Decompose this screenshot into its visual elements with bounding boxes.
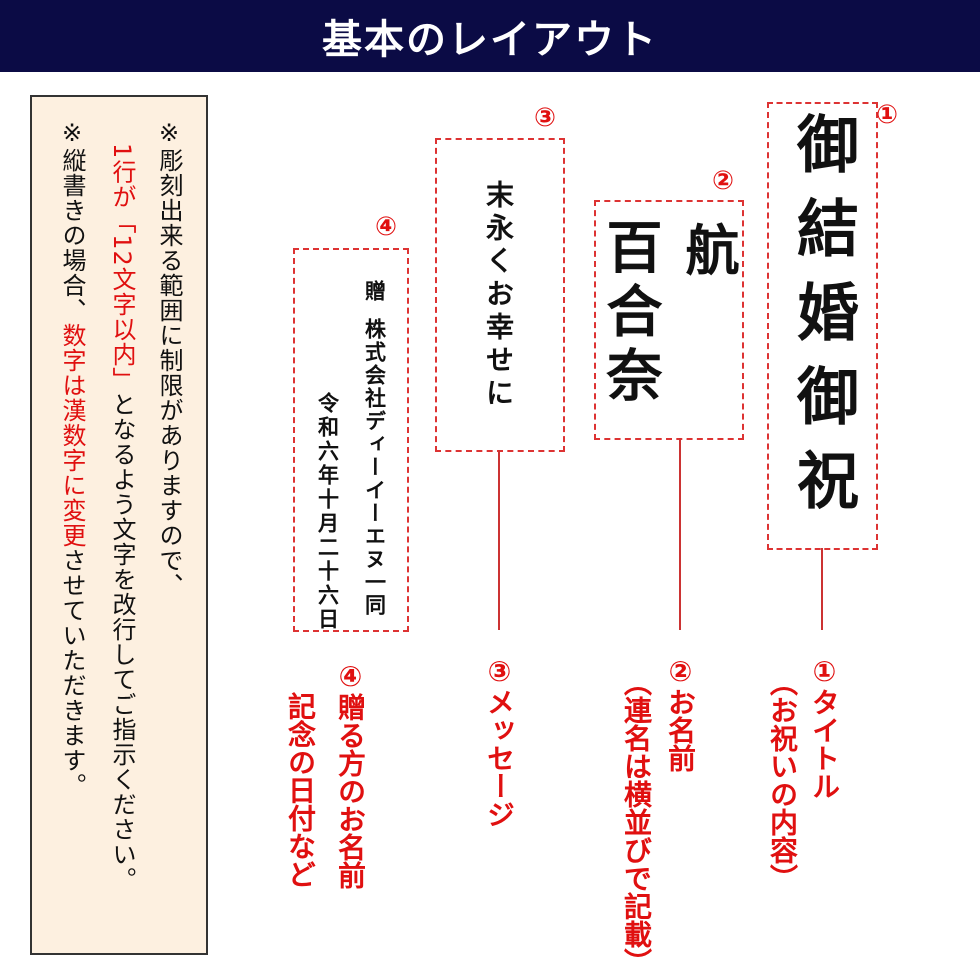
connector-line-1 [821, 548, 823, 630]
label-title-sub: （お祝いの内容） [766, 668, 799, 892]
message-area-box [435, 138, 565, 452]
names-area-box [594, 200, 744, 440]
sample-company: 株式会社ディーイーエヌ一同 [362, 318, 388, 617]
note-line-3-highlight: 数字は漢数字に変更 [58, 323, 86, 548]
note-line-3-text-a: ※縦書きの場合、 [58, 119, 86, 323]
sample-message-text: 末永くお幸せに [482, 180, 515, 411]
notes-box: ※彫刻出来る範囲に制限がありますので、 1行が「12文字以内」となるよう文字を改… [30, 95, 208, 955]
label-giver-sub: 記念の日付など [284, 692, 317, 888]
note-line-3: ※縦書きの場合、数字は漢数字に変更させていただきます。 [58, 119, 86, 798]
header-banner: 基本のレイアウト [0, 0, 980, 72]
marker-2: ② [712, 166, 735, 196]
connector-line-2 [679, 438, 681, 630]
sample-date: 令和六年十月二十六日 [315, 392, 341, 632]
giver-area-box [293, 248, 409, 632]
label-names: ②お名前 [664, 655, 697, 772]
label-giver: ④贈る方のお名前 [334, 660, 367, 889]
marker-4: ④ [375, 212, 398, 242]
note-line-2-text: となるよう文字を改行してご指示ください。 [108, 391, 136, 892]
label-message: ③メッセージ [483, 655, 516, 828]
note-line-1: ※彫刻出来る範囲に制限がありますので、 [155, 119, 183, 598]
label-title: ①タイトル [808, 655, 841, 800]
note-line-3-text-b: させていただきます。 [58, 548, 86, 798]
marker-3: ③ [534, 103, 557, 133]
label-names-sub: （連名は横並びで記載） [620, 668, 653, 976]
note-line-2: 1行が「12文字以内」となるよう文字を改行してご指示ください。 [108, 143, 136, 892]
marker-1: ① [876, 100, 899, 130]
sample-name-1: 航 [676, 222, 740, 276]
page-title: 基本のレイアウト [322, 16, 658, 63]
note-line-2-highlight: 1行が「12文字以内」 [108, 143, 136, 392]
sample-gift-mark: 贈 [362, 280, 388, 301]
sample-title-text: 御結婚御祝 [786, 112, 859, 532]
connector-line-3 [498, 450, 500, 630]
sample-name-2: 百合奈 [597, 218, 663, 410]
